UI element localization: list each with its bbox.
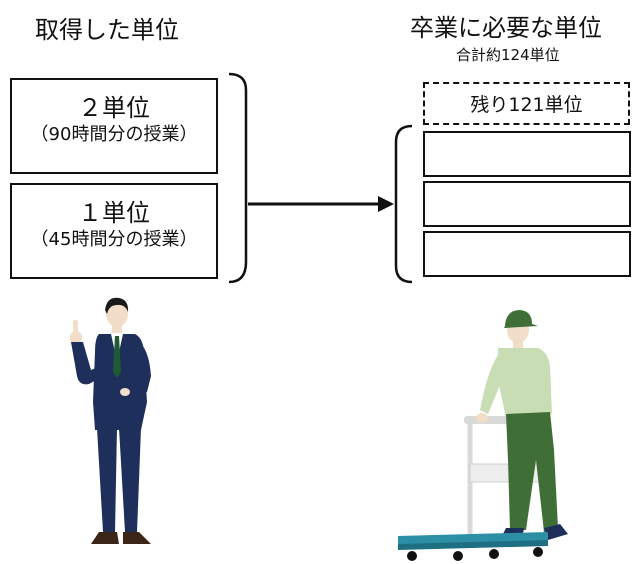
remaining-units-label: 残り121単位 — [470, 94, 583, 116]
worker-with-cart-figure-icon — [398, 310, 568, 561]
unit-box-1: １単位 （45時間分の授業） — [10, 183, 218, 279]
businessman-figure-icon — [70, 297, 151, 544]
arrow-right-icon — [378, 196, 394, 212]
required-units-title: 卒業に必要な単位 — [410, 14, 602, 42]
required-unit-slot — [423, 131, 631, 177]
required-unit-slot — [423, 181, 631, 227]
bracket-right-group — [394, 124, 413, 284]
required-unit-slot — [423, 231, 631, 277]
required-units-total: 合計約124単位 — [456, 46, 560, 64]
bracket-left-group — [228, 72, 248, 284]
unit-box-2-label: ２単位 — [78, 94, 150, 122]
unit-box-1-label: １単位 — [78, 199, 150, 227]
remaining-units-box: 残り121単位 — [423, 82, 630, 125]
acquired-units-title: 取得した単位 — [35, 16, 179, 44]
unit-box-2: ２単位 （90時間分の授業） — [10, 78, 218, 174]
unit-box-1-hours: （45時間分の授業） — [30, 229, 198, 250]
unit-box-2-hours: （90時間分の授業） — [30, 124, 198, 145]
